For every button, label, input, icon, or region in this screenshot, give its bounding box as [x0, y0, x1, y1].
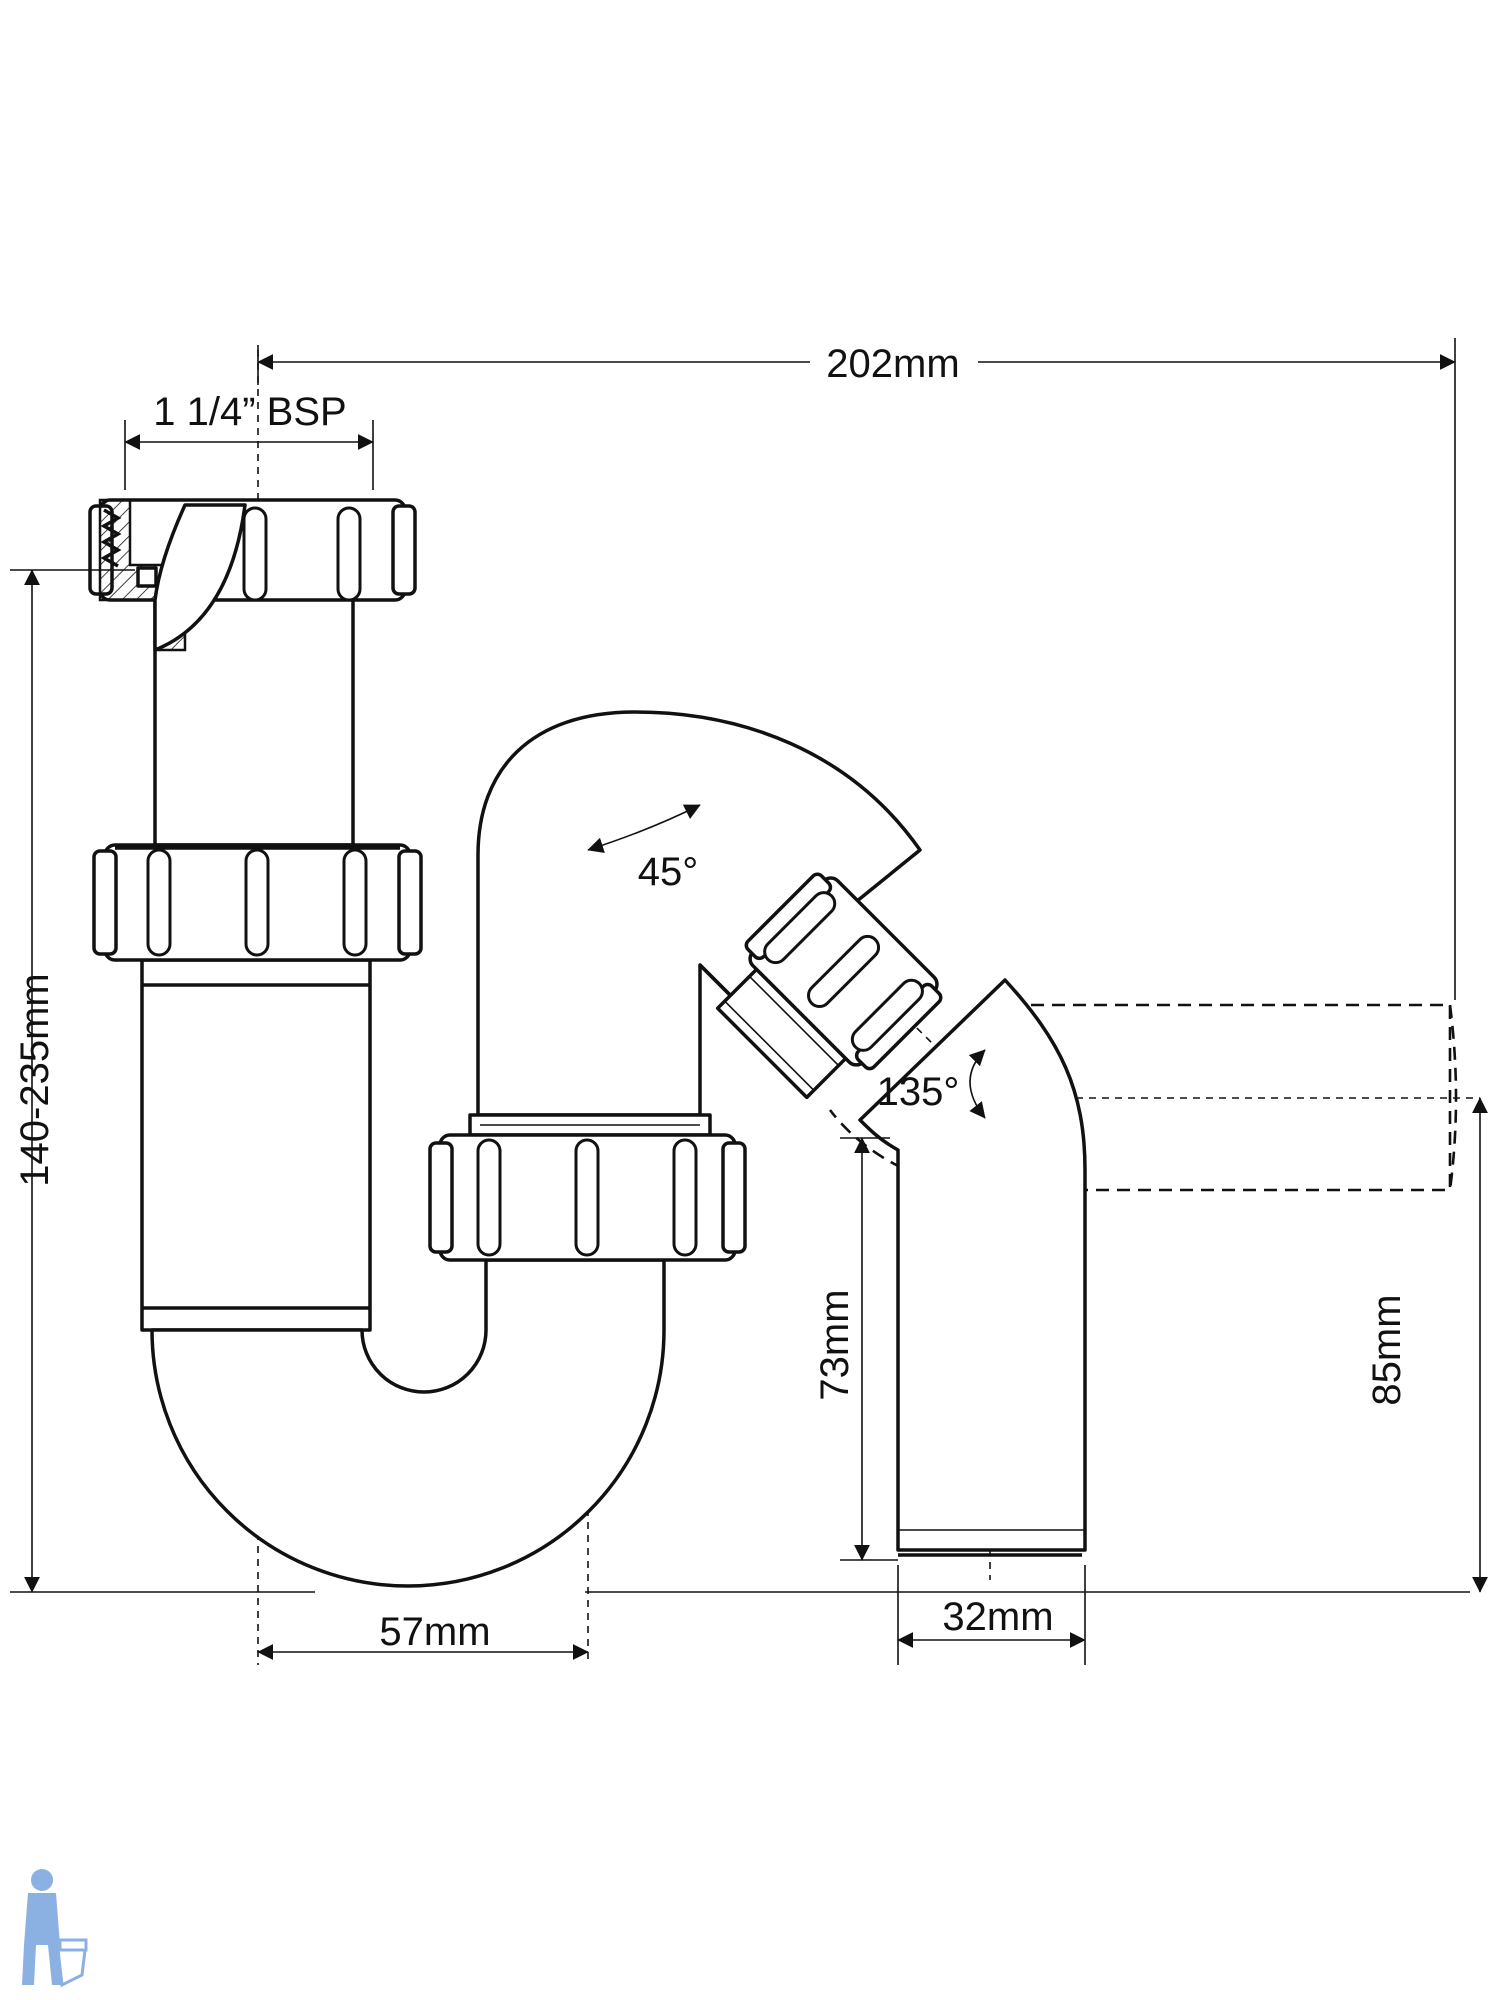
- middle-nut: [92, 843, 423, 962]
- label-inlet-thread: 1 1/4” BSP: [153, 390, 346, 434]
- plumber-mascot-icon: [22, 1869, 88, 1988]
- dimension-lines: [10, 338, 1488, 1665]
- label-overall-width: 202mm: [826, 342, 959, 386]
- dimension-labels: 202mm 1 1/4” BSP 140-235mm 57mm 73mm 85m…: [13, 342, 1409, 1654]
- label-pipe-diameter: 32mm: [942, 1595, 1053, 1639]
- trap-nut: [428, 1113, 747, 1262]
- label-outlet-angle: 135°: [877, 1070, 960, 1114]
- inlet-nut: [88, 498, 417, 652]
- label-centre-distance: 57mm: [379, 1610, 490, 1654]
- label-height-range: 140-235mm: [13, 973, 57, 1186]
- label-swivel-angle: 45°: [638, 850, 699, 894]
- trap-u-bend: [150, 1258, 666, 1588]
- swivel-nut: [715, 872, 943, 1100]
- label-outlet-height: 73mm: [813, 1289, 857, 1400]
- label-side-outlet-height: 85mm: [1365, 1294, 1409, 1405]
- outlet-elbow: [858, 978, 1087, 1557]
